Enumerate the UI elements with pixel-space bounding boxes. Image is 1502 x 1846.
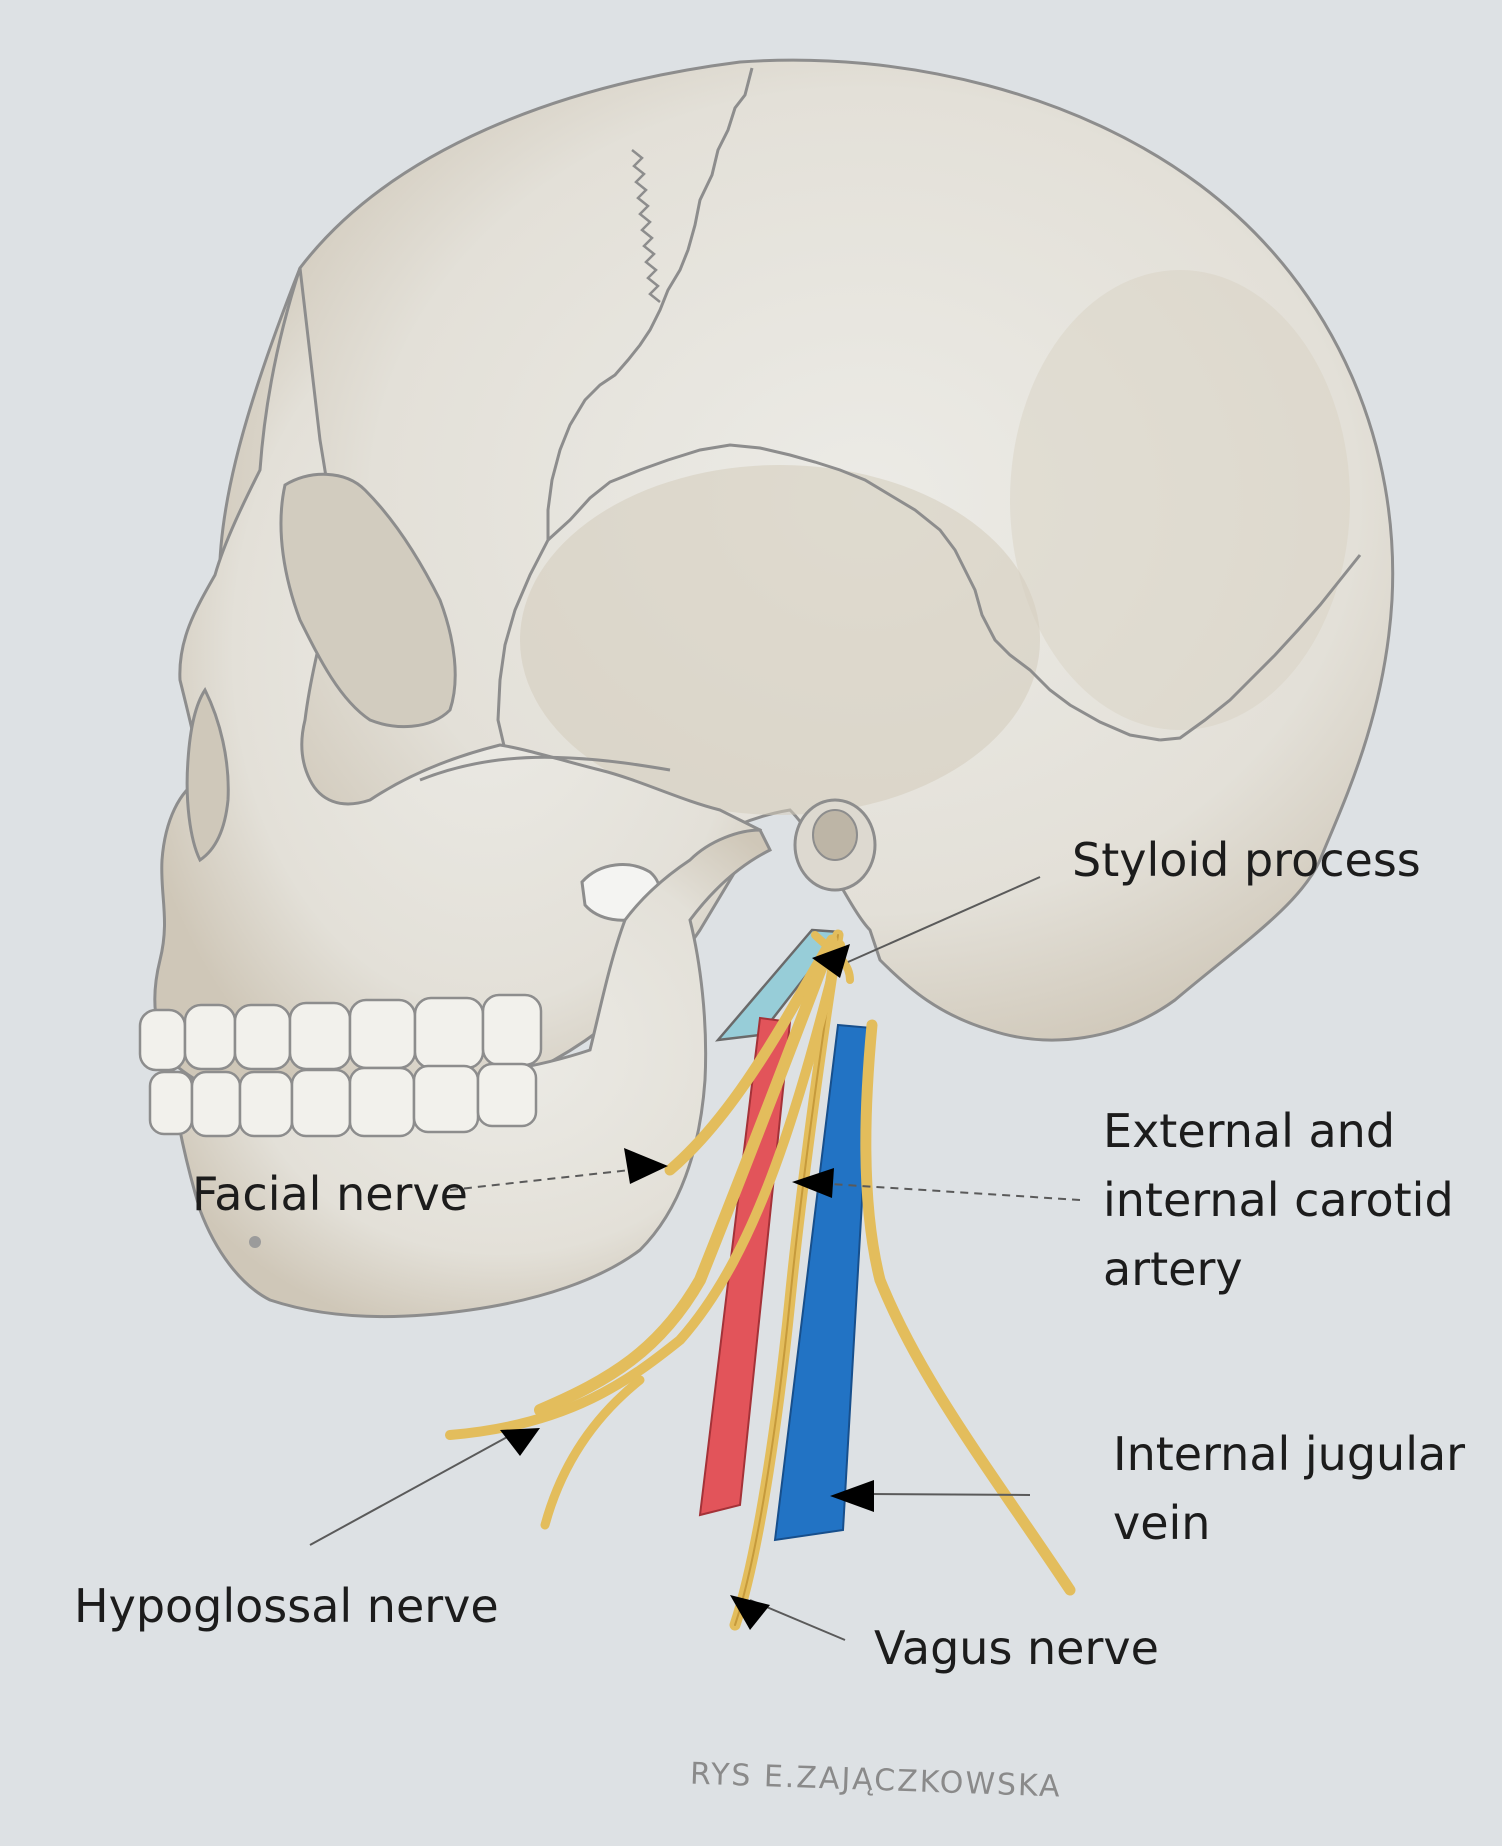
jugular-vein-shape bbox=[773, 1023, 874, 1542]
jugular-arrow bbox=[830, 1480, 874, 1512]
label-hypoglossal-nerve: Hypoglossal nerve bbox=[74, 1579, 499, 1633]
pointer-arrowheads bbox=[500, 944, 874, 1630]
hypoglossal-arrow bbox=[500, 1428, 540, 1456]
coronal-suture-zigzag bbox=[631, 149, 661, 303]
zygomatic-arch bbox=[419, 755, 671, 782]
label-carotid-line1: External and bbox=[1103, 1104, 1396, 1158]
meatus-inner bbox=[812, 809, 858, 861]
nasal-aperture bbox=[185, 687, 230, 863]
lambdoid-suture bbox=[1159, 554, 1362, 742]
coronal-suture bbox=[546, 67, 754, 540]
label-styloid-process: Styloid process bbox=[1072, 833, 1421, 887]
label-carotid-line3: artery bbox=[1103, 1242, 1243, 1296]
squamosal-suture bbox=[546, 443, 1161, 742]
hypoglossal-branch bbox=[445, 940, 845, 1440]
accessory-nerve-shape bbox=[860, 1019, 1076, 1596]
temporal-shade bbox=[520, 465, 1040, 815]
styloid-arrow bbox=[812, 944, 850, 978]
label-carotid-line2: internal carotid bbox=[1103, 1173, 1454, 1227]
label-vagus-nerve: Vagus nerve bbox=[874, 1621, 1159, 1675]
hypoglossal-nerve-shape bbox=[534, 949, 832, 1416]
label-facial-nerve: Facial nerve bbox=[192, 1167, 468, 1221]
label-jugular-line1: Internal jugular bbox=[1113, 1427, 1466, 1481]
parietal-shade bbox=[1010, 270, 1350, 730]
upper-teeth bbox=[138, 993, 543, 1072]
lower-teeth bbox=[148, 1062, 538, 1138]
vagus-arrow bbox=[730, 1595, 770, 1630]
orbit bbox=[279, 472, 457, 729]
mental-foramen bbox=[249, 1236, 261, 1248]
vagus-nerve-outline bbox=[734, 934, 839, 1626]
facial-arrow bbox=[624, 1148, 668, 1184]
label-jugular-line2: vein bbox=[1113, 1496, 1211, 1550]
nerves bbox=[445, 929, 1076, 1631]
hypoglossal-lower-branch bbox=[540, 1375, 645, 1530]
carotid-arrow bbox=[792, 1168, 834, 1198]
